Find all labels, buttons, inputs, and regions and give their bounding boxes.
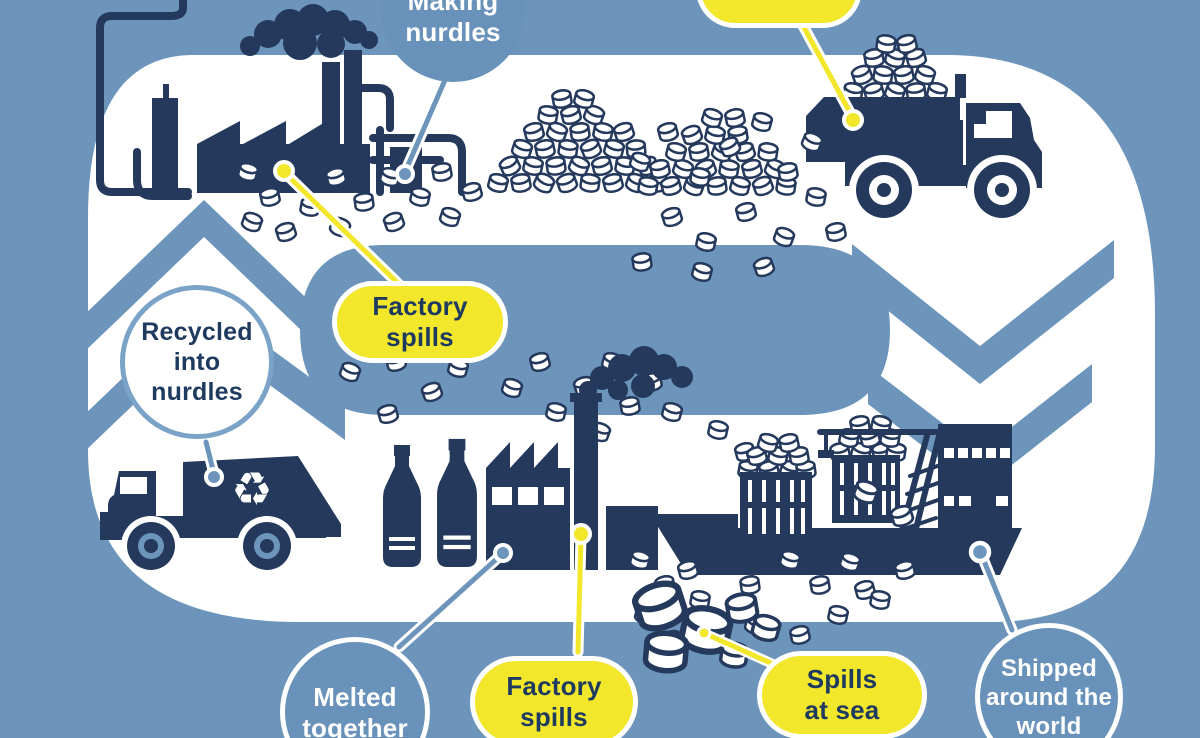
nurdle-icon <box>826 603 850 627</box>
nurdle-icon <box>723 106 747 130</box>
nurdle-icon <box>874 33 898 55</box>
right-arrow-notch-upper <box>852 240 1114 384</box>
nurdle-icon <box>648 157 672 181</box>
nurdle-icon <box>636 174 660 198</box>
callout-line: into <box>173 348 221 376</box>
nurdle-icon <box>871 63 895 87</box>
nurdle-icon <box>550 87 574 111</box>
callout-connectors <box>200 14 1018 670</box>
nurdle-icon <box>808 573 832 597</box>
melted-together-connector <box>393 543 513 653</box>
left-arrow-notch-upper <box>58 200 350 377</box>
callout-line: around the <box>986 683 1112 711</box>
nurdle-icon <box>544 155 568 177</box>
callout-recycled-into-nurdles: Recycled into nurdles <box>120 285 274 439</box>
nurdle-icon <box>337 359 363 385</box>
nurdle-icon <box>430 160 454 184</box>
nurdle-icon <box>630 251 654 273</box>
ship-superstructure <box>938 424 1012 528</box>
nurdle-icon <box>756 141 780 163</box>
callout-line: at sea <box>804 695 880 725</box>
callout-line: Recycled <box>141 318 253 346</box>
callout-truck <box>696 0 862 28</box>
callout-line: together <box>302 713 408 738</box>
nurdle-icon <box>556 138 580 160</box>
nurdle-icon <box>509 171 533 195</box>
nurdle-icon <box>578 172 602 194</box>
shipped-connector <box>968 540 1018 636</box>
making-nurdles-connector <box>395 74 451 184</box>
callout-line: spills <box>520 702 588 732</box>
nurdle-icon <box>738 574 762 596</box>
callout-line: Factory <box>372 291 468 321</box>
callout-line: Factory <box>506 671 602 701</box>
nurdle-icon <box>645 632 688 673</box>
melting-factory-smoke-icon <box>579 346 693 400</box>
callout-making-nurdles: Making nurdles <box>381 0 525 82</box>
nurdle-icon <box>688 165 712 189</box>
nurdle-icon <box>499 375 525 401</box>
recycling-truck-wheels <box>121 516 297 576</box>
spills-at-sea-connector <box>696 625 780 670</box>
nurdle-icon <box>689 260 715 284</box>
nurdle-icon <box>777 431 801 455</box>
callout-line: nurdles <box>151 378 243 406</box>
callout-factory-spills-bottom: Factory spills <box>470 656 638 738</box>
truck-callout-connector <box>794 14 864 131</box>
nurdle-icon <box>544 400 568 424</box>
recycled-connector <box>200 436 224 487</box>
dump-truck-wheels <box>849 155 1037 225</box>
cargo-ship-icon <box>650 413 1022 575</box>
nurdle-icon <box>419 379 445 405</box>
nurdle-icon <box>804 185 828 209</box>
nurdle-icon <box>868 588 892 612</box>
nurdle-icon <box>533 137 557 161</box>
callout-spills-at-sea: Spills at sea <box>757 651 927 738</box>
callout-line: world <box>1016 712 1082 738</box>
callout-line: Melted <box>313 682 397 712</box>
nurdle-icon <box>527 350 553 374</box>
factory-smoke-icon <box>240 4 378 60</box>
nurdle-icon <box>568 121 592 143</box>
factory-spills-bottom-connector <box>570 523 592 658</box>
nurdle-icon <box>618 394 642 418</box>
nurdle-icon <box>751 254 777 280</box>
nurdle-icon <box>788 623 812 647</box>
nurdle-icon <box>258 185 282 209</box>
nurdle-icon <box>694 230 718 254</box>
callout-line: nurdles <box>405 17 501 47</box>
callout-factory-spills-top: Factory spills <box>332 281 508 363</box>
nurdle-icon <box>352 191 376 213</box>
callout-line: Spills <box>806 664 878 694</box>
nurdle-icon <box>536 103 560 127</box>
factory-spills-top-connector <box>273 160 416 301</box>
recycle-symbol-icon: ♻ <box>231 462 272 516</box>
nurdle-icon <box>824 220 848 244</box>
nurdle-icon <box>408 185 432 209</box>
callout-shipped-around-world: Shipped around the world <box>975 623 1123 738</box>
callout-line: spills <box>386 322 454 352</box>
nurdle-icon <box>717 157 741 181</box>
nurdle-icon <box>776 160 800 184</box>
callout-line: Shipped <box>1000 654 1098 682</box>
callout-line: Making <box>407 0 499 16</box>
nurdle-icon <box>706 418 730 442</box>
